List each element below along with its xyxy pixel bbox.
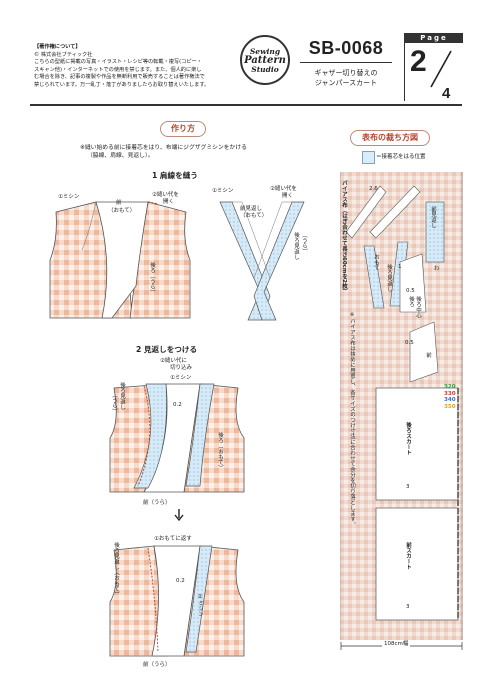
piece-front-skirt-sa: 3: [406, 604, 410, 610]
howto-note-line2: （脇線、肩線、見返し）。: [87, 153, 154, 159]
step1-left-sew: ①ミシン: [58, 194, 80, 200]
step1-left-front-side: （おもて）: [108, 208, 136, 214]
step2-top-allowance: 0.2: [173, 402, 182, 408]
step1-right-press2: 開く: [282, 193, 294, 199]
bias-length: 2.6: [369, 186, 378, 192]
step2-top-back-facing: 後ろ見返し: [119, 382, 125, 410]
step2-bottom-allowance: 0.2: [176, 578, 185, 584]
piece-back-center: 後ろ中心: [415, 296, 421, 318]
step1-right-back-facing-side: （うら）: [301, 232, 307, 254]
step2-bottom-sew: ②ミシン: [197, 594, 203, 617]
step2-bottom-turn: ①おもてに返す: [154, 536, 192, 542]
step1-right-back-facing: 後ろ見返し: [293, 232, 299, 260]
interfacing-legend-text: ＝接着芯をはる位置: [376, 154, 426, 160]
logo-word-studio: Studio: [251, 64, 279, 74]
step2-bottom-back-facing: 後ろ見返し（おもて）: [113, 542, 119, 597]
piece-fold-mark: わ: [434, 266, 440, 272]
pattern-subtitle: ギャザー切り替えの ジャンパースカート: [294, 68, 398, 88]
interfacing-legend-swatch: [362, 151, 375, 164]
step2-top-clip2: 切り込み: [170, 365, 193, 371]
step2-top-sew: ①ミシン: [170, 375, 192, 381]
step2-top-clip: ②縫い代に: [160, 358, 187, 364]
copyright-heading: 【著作権について】: [34, 44, 81, 50]
brand-logo: Sewing Pattern Studio: [240, 35, 290, 85]
step2-top-back-facing-side: （うら）: [111, 392, 117, 414]
pattern-code: SB-0068: [308, 38, 384, 58]
step2-top-back: 後ろ（おもて）: [217, 432, 223, 471]
step1-left-back: 後ろ（うら）: [149, 262, 155, 295]
piece-back-facing: 後ろ見返し: [386, 264, 392, 292]
size-legend: 320 330 340 350: [444, 384, 456, 410]
subtitle-line1: ギャザー切り替えの: [314, 69, 378, 77]
piece-back-skirt-sa: 3: [406, 484, 410, 490]
copyright-line: スキャン他)・インターネットでの使用を禁じます。また、個人的に楽し: [34, 66, 202, 73]
step1-right-facing: 前見返し: [240, 206, 263, 212]
howto-note-line1: ※縫い始める前に接着芯をはり、布端にジグザグミシンをかける: [80, 145, 247, 151]
step2-top-diagram: [109, 383, 245, 493]
size-340: 340: [444, 397, 456, 404]
step2-bottom-front: 前（うら）: [143, 662, 171, 668]
howto-title: 作り方: [160, 121, 206, 137]
step1-right-sew: ①ミシン: [212, 188, 234, 194]
bias-note: バイアス布（はぎ合わせて長さ60cmを2枚）: [341, 180, 347, 294]
piece-front-bodice: 前: [425, 352, 431, 358]
page-indicator: Page 2 4: [404, 33, 463, 102]
subtitle-line2: ジャンパースカート: [314, 79, 378, 87]
copyright-line: む場合を除き、記事の複製や作品を無断利用で販売することは著作権法で: [34, 74, 205, 81]
copyright-line: 禁じられています。万一乱丁・落丁がありましたらお取り替えいたします。: [34, 81, 210, 88]
cutting-layout: [339, 172, 463, 640]
copyright-line: こちらの型紙に掲載の写真・イラスト・レシピ等の転載・複写(コピー・: [34, 59, 202, 66]
step1-title: 1 肩線を縫う: [152, 171, 198, 180]
step1-left-diagram: [49, 201, 191, 319]
size-330: 330: [444, 390, 456, 397]
step1-left-press2: 開く: [163, 199, 175, 205]
piece-front-skirt: 前スカート: [405, 542, 411, 570]
size-350: 350: [444, 403, 456, 410]
howto-note: ※縫い始める前に接着芯をはり、布端にジグザグミシンをかける （脇線、肩線、見返し…: [80, 144, 320, 160]
size-320: 320: [444, 384, 456, 390]
page-total: 4: [442, 85, 451, 102]
step2-bottom-diagram: [109, 545, 245, 657]
piece-front-facing: 前見返し: [430, 206, 436, 228]
copyright-owner: © 株式会社ブティック社: [34, 51, 93, 58]
piece-sa-05: 0.5: [406, 288, 415, 294]
page-label: Page: [405, 33, 463, 43]
header-divider: [30, 104, 462, 106]
page-slash-icon: [430, 50, 452, 88]
step1-left-press: ②縫い代を: [152, 192, 179, 198]
piece-back-skirt: 後ろスカート: [405, 422, 411, 455]
step1-right-facing-side: （おもて）: [240, 213, 268, 219]
step1-right-press: ②縫い代を: [270, 186, 297, 192]
page-current: 2: [410, 45, 427, 78]
arrow-down-icon: [174, 509, 184, 522]
piece-fold-side: おもて: [373, 254, 379, 271]
step1-left-front: 前: [116, 200, 122, 206]
step2-top-front: 前（うら）: [143, 500, 171, 506]
step2-title: 2 見返しをつける: [136, 345, 198, 354]
piece-sa-1: 1: [398, 264, 402, 270]
logo-word-sewing: Sewing: [249, 46, 281, 56]
piece-sa-05-front: 0.5: [405, 340, 414, 346]
layout-title: 表布の裁ち方図: [350, 130, 430, 146]
logo-word-pattern: Pattern: [244, 54, 286, 66]
piece-back-bodice: 後ろ: [408, 296, 414, 307]
step1-right-diagram: [219, 201, 305, 321]
copyright-notice: 【著作権について】 © 株式会社ブティック社 こちらの型紙に掲載の写真・イラスト…: [34, 44, 234, 90]
cutting-layout-graphic: [339, 172, 463, 640]
bias-vertical-note: ※バイアス布は挟めに用意し、各サイズのつけ寸法に合わせて余分を切り落とします。: [349, 312, 355, 527]
fabric-width-label: 108cm幅: [382, 641, 411, 648]
